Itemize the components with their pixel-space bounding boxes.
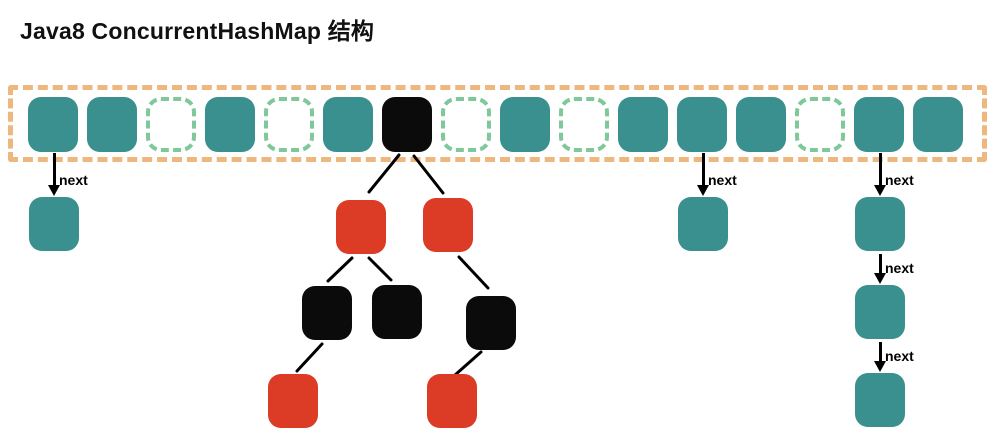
next-arrow-line xyxy=(879,342,882,362)
tree-node-red xyxy=(336,200,386,254)
array-bucket-empty xyxy=(146,97,196,152)
next-label: next xyxy=(59,172,88,188)
next-arrow-line xyxy=(702,153,705,186)
array-bucket-node xyxy=(87,97,137,152)
tree-node-red xyxy=(427,374,477,428)
tree-node-red xyxy=(423,198,473,252)
next-arrow-line xyxy=(879,153,882,186)
array-bucket-tree-root xyxy=(382,97,432,152)
array-bucket-node xyxy=(913,97,963,152)
tree-edge xyxy=(367,256,393,282)
next-arrow-line xyxy=(879,254,882,274)
array-bucket-empty xyxy=(264,97,314,152)
page-title: Java8 ConcurrentHashMap 结构 xyxy=(20,18,375,44)
array-bucket-node xyxy=(618,97,668,152)
next-arrow-head xyxy=(874,273,886,284)
next-label: next xyxy=(885,172,914,188)
list-node xyxy=(678,197,728,251)
next-label: next xyxy=(885,260,914,276)
tree-edge xyxy=(453,350,483,377)
list-node xyxy=(29,197,79,251)
next-label: next xyxy=(885,348,914,364)
tree-edge xyxy=(457,255,490,290)
tree-node-black xyxy=(302,286,352,340)
tree-node-black xyxy=(372,285,422,339)
next-arrow-head xyxy=(48,185,60,196)
tree-node-red xyxy=(268,374,318,428)
next-arrow-head xyxy=(874,361,886,372)
list-node xyxy=(855,373,905,427)
array-bucket-node xyxy=(323,97,373,152)
next-label: next xyxy=(708,172,737,188)
array-bucket-node xyxy=(677,97,727,152)
array-bucket-node xyxy=(28,97,78,152)
next-arrow-head xyxy=(874,185,886,196)
tree-edge xyxy=(295,342,324,373)
array-bucket-node xyxy=(205,97,255,152)
tree-node-black xyxy=(466,296,516,350)
array-bucket-node xyxy=(854,97,904,152)
array-bucket-node xyxy=(736,97,786,152)
next-arrow-head xyxy=(697,185,709,196)
array-bucket-node xyxy=(500,97,550,152)
list-node xyxy=(855,197,905,251)
array-bucket-empty xyxy=(795,97,845,152)
array-bucket-empty xyxy=(559,97,609,152)
hash-table-frame xyxy=(8,85,987,162)
array-bucket-empty xyxy=(441,97,491,152)
next-arrow-line xyxy=(53,153,56,186)
tree-edge xyxy=(326,256,354,283)
list-node xyxy=(855,285,905,339)
